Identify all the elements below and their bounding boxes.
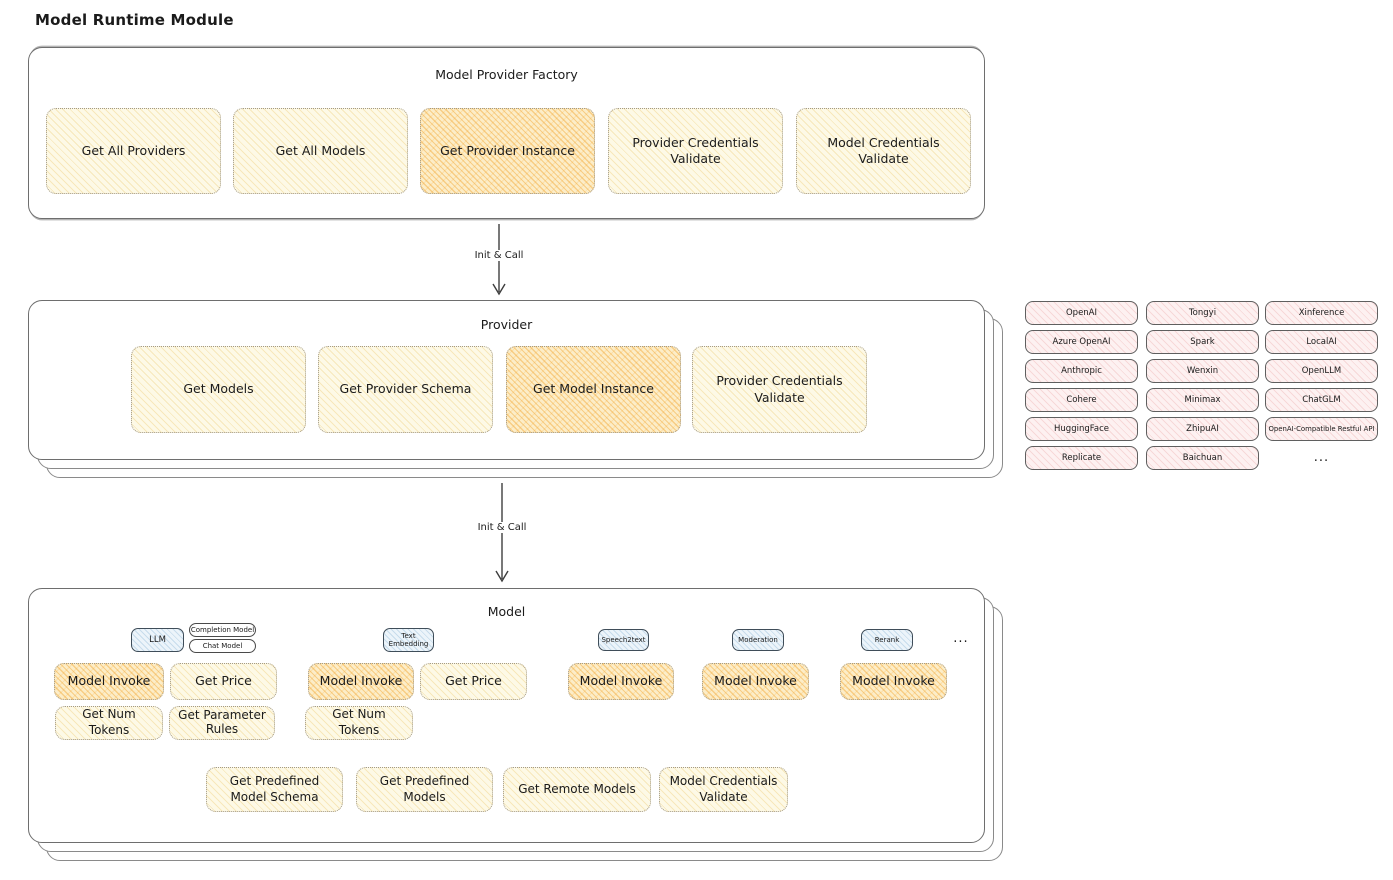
embedding-get-price-node[interactable]: Get Price [420, 663, 527, 700]
speech2text-model-invoke-node[interactable]: Model Invoke [568, 663, 674, 700]
tab-llm[interactable]: LLM [131, 628, 184, 652]
provider-list-more: ... [1313, 450, 1330, 465]
provider-chip-localai[interactable]: LocalAI [1265, 330, 1378, 354]
provider-chip-huggingface[interactable]: HuggingFace [1025, 417, 1138, 441]
rerank-model-invoke-node[interactable]: Model Invoke [840, 663, 947, 700]
init-call-label-1: Init & Call [459, 250, 539, 261]
embedding-model-invoke-node[interactable]: Model Invoke [308, 663, 414, 700]
model-provider-factory-box: Model Provider Factory Get All Providers… [28, 47, 985, 219]
get-all-models-node[interactable]: Get All Models [233, 108, 408, 194]
provider-chip-cohere[interactable]: Cohere [1025, 388, 1138, 412]
model-box: Model LLM Completion Model Chat Model Te… [28, 588, 985, 843]
page-title: Model Runtime Module [35, 11, 234, 29]
get-provider-schema-node[interactable]: Get Provider Schema [318, 346, 493, 433]
provider-chip-chatglm[interactable]: ChatGLM [1265, 388, 1378, 412]
get-predefined-models-node[interactable]: Get Predefined Models [356, 767, 493, 812]
llm-get-num-tokens-node[interactable]: Get Num Tokens [55, 706, 163, 740]
get-predefined-model-schema-node[interactable]: Get Predefined Model Schema [206, 767, 343, 812]
init-call-arrow-2 [494, 483, 510, 583]
get-model-instance-node[interactable]: Get Model Instance [506, 346, 681, 433]
model-tabs-more: ... [953, 631, 969, 646]
tab-chat-model[interactable]: Chat Model [189, 639, 256, 653]
model-credentials-validate-node-2[interactable]: Model Credentials Validate [659, 767, 788, 812]
provider-box: Provider Get Models Get Provider Schema … [28, 300, 985, 460]
init-call-label-2: Init & Call [462, 522, 542, 533]
tab-moderation[interactable]: Moderation [732, 629, 784, 651]
provider-chip-azure-openai[interactable]: Azure OpenAI [1025, 330, 1138, 354]
tab-rerank[interactable]: Rerank [861, 629, 913, 651]
provider-chip-replicate[interactable]: Replicate [1025, 446, 1138, 470]
tab-speech2text[interactable]: Speech2text [598, 629, 649, 651]
provider-chip-xinference[interactable]: Xinference [1265, 301, 1378, 325]
moderation-model-invoke-node[interactable]: Model Invoke [702, 663, 809, 700]
llm-model-invoke-node[interactable]: Model Invoke [54, 663, 164, 700]
provider-chip-openai-compatible[interactable]: OpenAI-Compatible Restful API [1265, 417, 1378, 441]
provider-chip-zhipuai[interactable]: ZhipuAI [1146, 417, 1259, 441]
tab-text-embedding[interactable]: Text Embedding [383, 628, 434, 652]
model-provider-factory-title: Model Provider Factory [435, 67, 578, 82]
model-title: Model [487, 604, 526, 619]
embedding-get-num-tokens-node[interactable]: Get Num Tokens [305, 706, 413, 740]
provider-chip-minimax[interactable]: Minimax [1146, 388, 1259, 412]
provider-chip-openai[interactable]: OpenAI [1025, 301, 1138, 325]
get-all-providers-node[interactable]: Get All Providers [46, 108, 221, 194]
provider-chip-spark[interactable]: Spark [1146, 330, 1259, 354]
llm-get-price-node[interactable]: Get Price [170, 663, 277, 700]
provider-chip-wenxin[interactable]: Wenxin [1146, 359, 1259, 383]
provider-chip-openllm[interactable]: OpenLLM [1265, 359, 1378, 383]
model-credentials-validate-node[interactable]: Model Credentials Validate [796, 108, 971, 194]
get-remote-models-node[interactable]: Get Remote Models [503, 767, 651, 812]
tab-completion-model[interactable]: Completion Model [189, 623, 256, 637]
provider-credentials-validate-node-2[interactable]: Provider Credentials Validate [692, 346, 867, 433]
get-provider-instance-node[interactable]: Get Provider Instance [420, 108, 595, 194]
provider-credentials-validate-node[interactable]: Provider Credentials Validate [608, 108, 783, 194]
provider-title: Provider [480, 317, 533, 332]
llm-get-parameter-rules-node[interactable]: Get Parameter Rules [169, 706, 275, 740]
provider-chip-anthropic[interactable]: Anthropic [1025, 359, 1138, 383]
provider-chip-baichuan[interactable]: Baichuan [1146, 446, 1259, 470]
get-models-node[interactable]: Get Models [131, 346, 306, 433]
provider-chip-tongyi[interactable]: Tongyi [1146, 301, 1259, 325]
